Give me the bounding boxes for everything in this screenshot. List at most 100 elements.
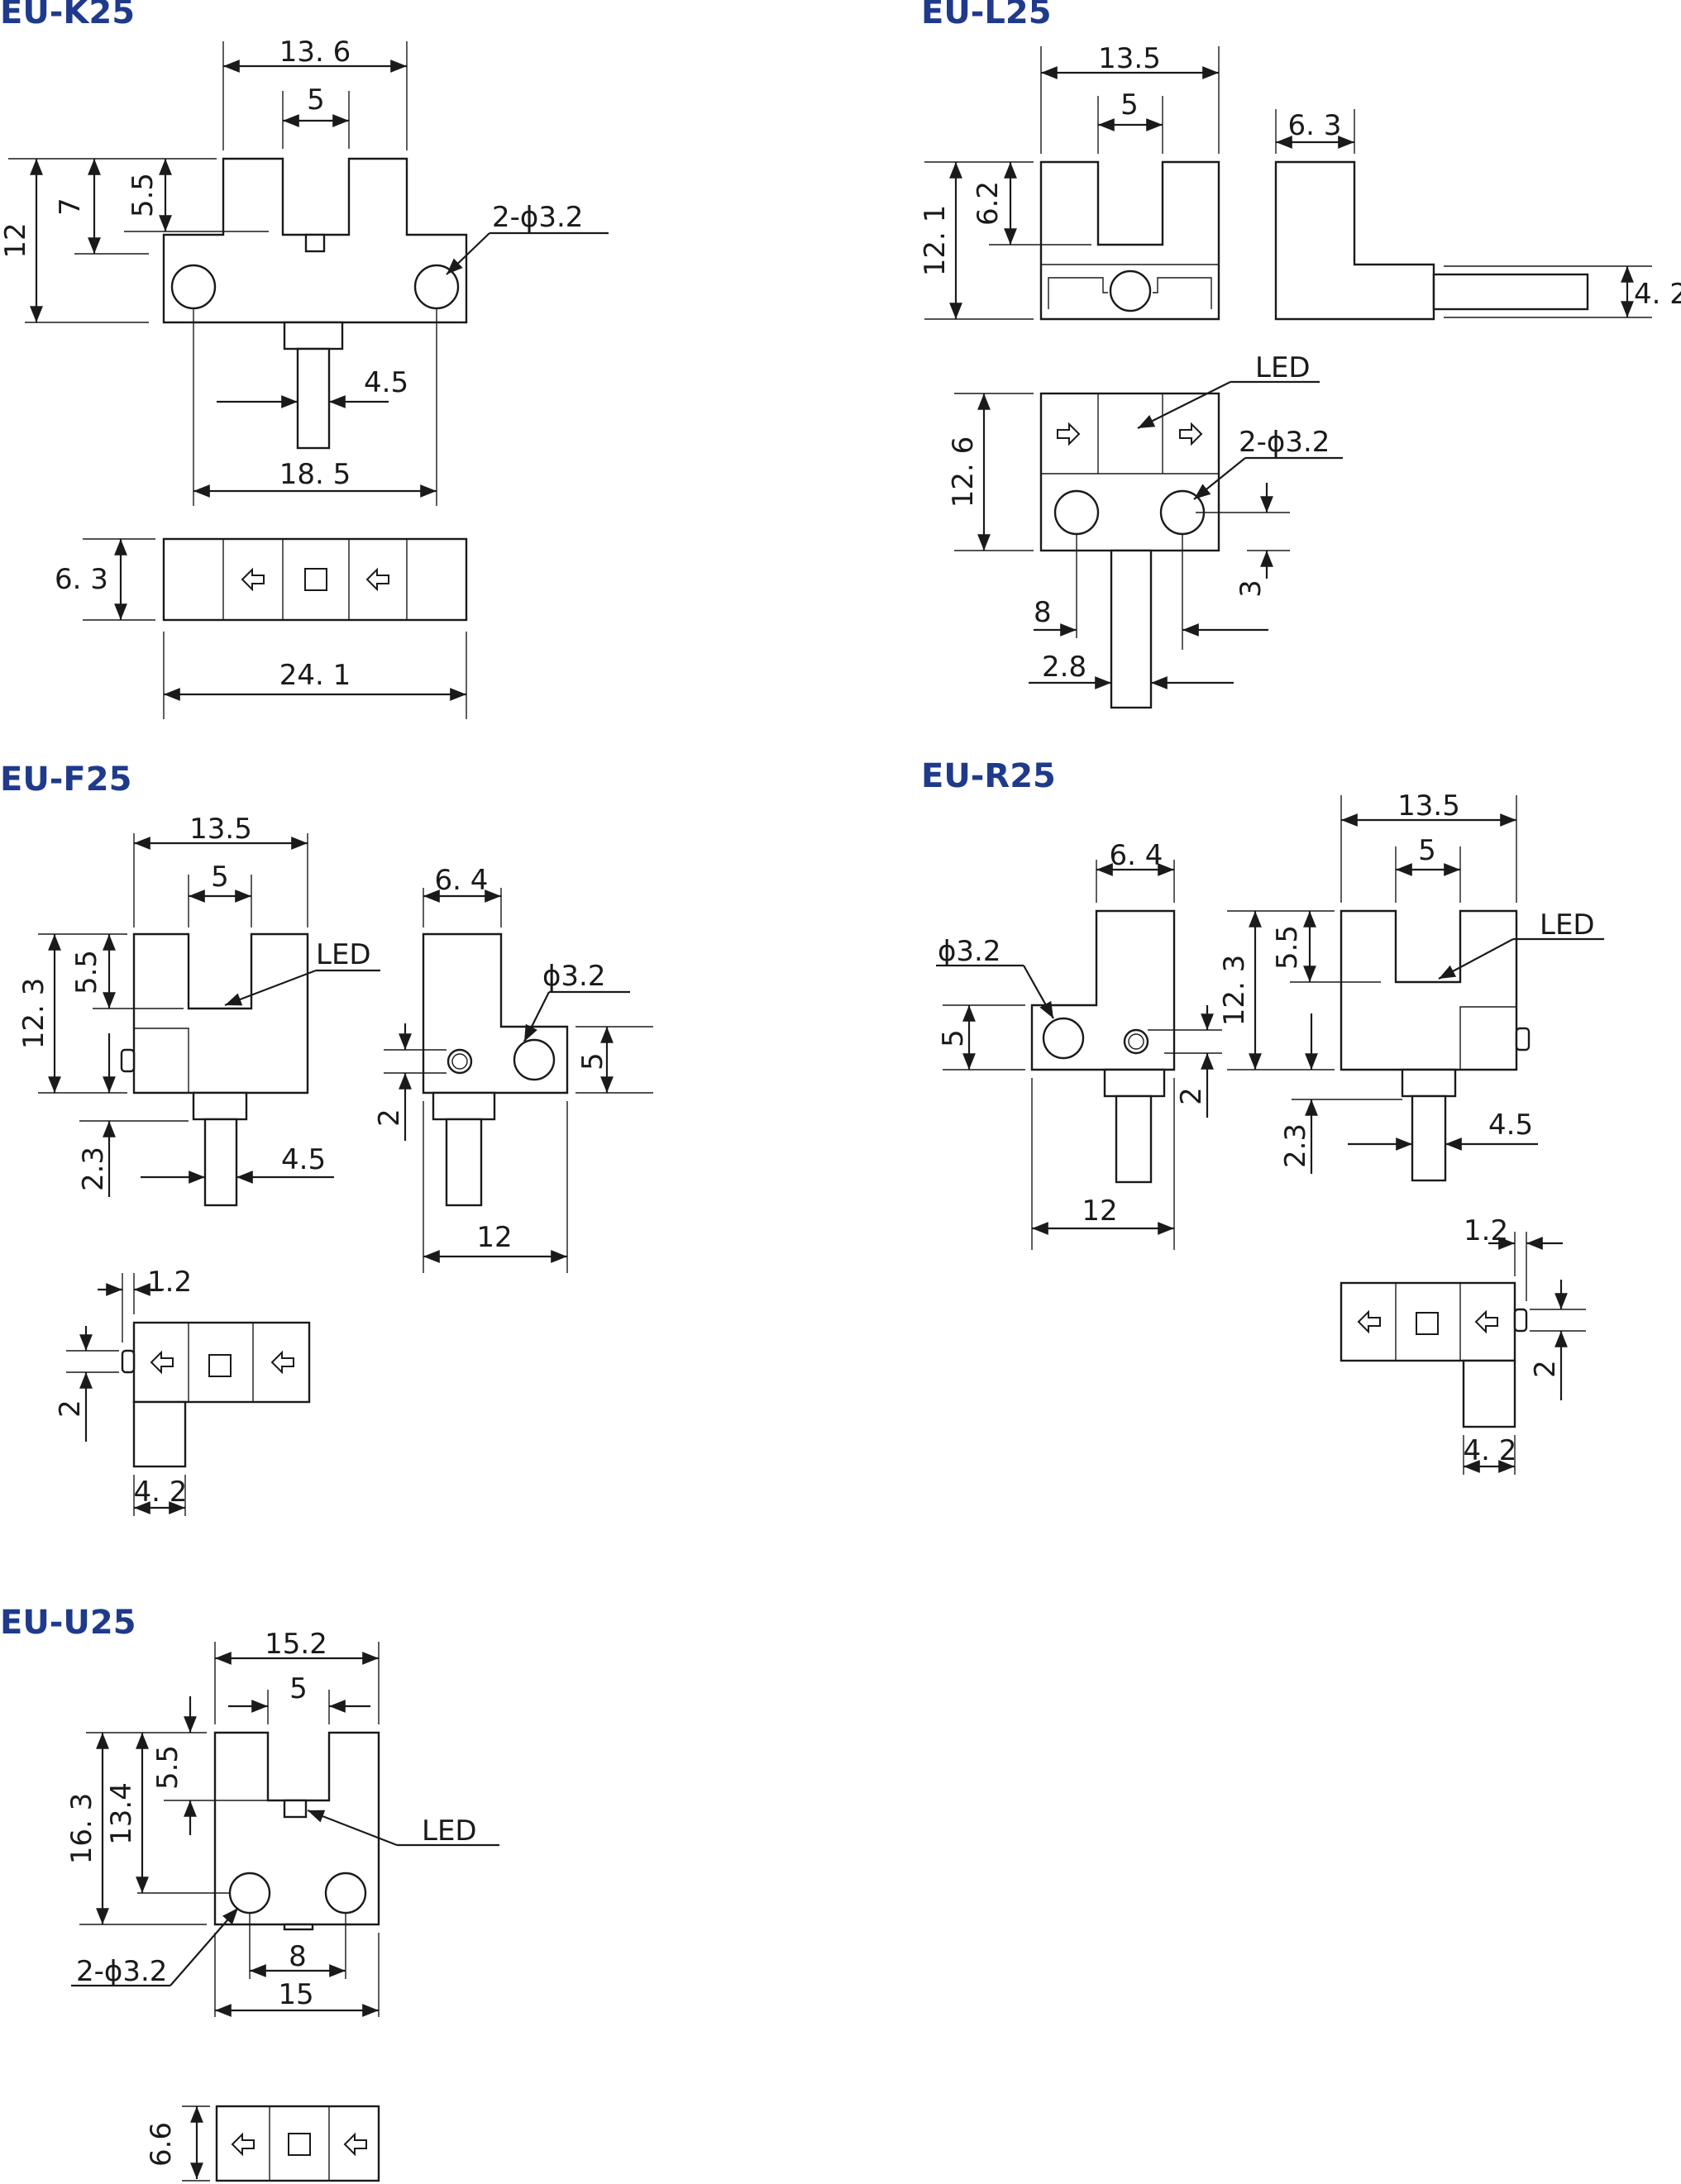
f25-dim-1-2: 1.2 xyxy=(147,1266,192,1299)
k25-dim-7: 7 xyxy=(54,198,87,216)
k25-connector xyxy=(283,321,344,350)
f25-top-nub xyxy=(121,1349,136,1374)
eu-u25-drawing: EU-U25 15.2 5 16. 3 13.4 5.5 LED xyxy=(0,1604,499,2182)
u25-led-label: LED xyxy=(422,1814,477,1848)
u25-dim-width: 15.2 xyxy=(265,1628,327,1661)
l25-dim-2-8: 2.8 xyxy=(1042,651,1086,684)
f25-stem xyxy=(203,1118,238,1207)
k25-hole-left xyxy=(170,264,217,310)
r25-front-body xyxy=(1340,909,1518,1071)
l25-hole-left xyxy=(1053,489,1100,536)
f25-top-foot xyxy=(132,1400,187,1468)
k25-stem xyxy=(296,347,331,450)
l25-stem xyxy=(1110,549,1153,709)
k25-led xyxy=(304,233,326,253)
f25-hole-label: ϕ3.2 xyxy=(542,960,606,993)
f25-dim-12-3: 12. 3 xyxy=(17,978,50,1050)
r25-dim-slot: 5 xyxy=(1418,834,1436,867)
eu-r25-title: EU-R25 xyxy=(921,757,1056,795)
r25-dim-2b: 2 xyxy=(1529,1360,1562,1378)
r25-dim-5: 5 xyxy=(937,1029,970,1047)
f25-top-view xyxy=(132,1321,311,1404)
k25-dim-width: 13. 6 xyxy=(279,36,351,69)
k25-dim-stem: 4.5 xyxy=(364,366,408,399)
u25-dim-16-3: 16. 3 xyxy=(65,1793,98,1865)
r25-top-nub xyxy=(1513,1308,1528,1333)
r25-dim-2: 2 xyxy=(1175,1087,1208,1105)
r25-dim-stem: 4.5 xyxy=(1488,1109,1533,1142)
f25-dim-width: 13.5 xyxy=(189,813,252,846)
l25-dim-side: 6. 3 xyxy=(1288,109,1342,142)
l25-dim-cable: 4. 2 xyxy=(1634,278,1681,311)
u25-dim-15: 15 xyxy=(278,1978,313,2011)
k25-dim-5-5: 5.5 xyxy=(127,173,160,217)
r25-side-connector xyxy=(1103,1068,1166,1098)
r25-hole-label: ϕ3.2 xyxy=(938,935,1001,968)
k25-dim-height: 12 xyxy=(0,222,32,258)
r25-hole xyxy=(1042,1017,1085,1060)
l25-dim-8: 8 xyxy=(1034,596,1052,629)
r25-dim-2-3: 2.3 xyxy=(1279,1123,1312,1168)
f25-side-stem xyxy=(445,1118,483,1207)
eu-r25-drawing: EU-R25 6. 4 ϕ3.2 5 2 12 xyxy=(921,757,1604,1475)
u25-hole-right xyxy=(324,1872,367,1915)
r25-top-foot xyxy=(1462,1359,1516,1428)
r25-dim-side: 6. 4 xyxy=(1110,839,1163,872)
u25-led xyxy=(283,1799,308,1819)
k25-square-icon xyxy=(304,568,327,591)
k25-dim-total: 24. 1 xyxy=(279,659,351,692)
r25-connector xyxy=(1401,1068,1457,1098)
eu-l25-title: EU-L25 xyxy=(921,0,1052,31)
eu-f25-title: EU-F25 xyxy=(0,761,131,799)
f25-connector xyxy=(192,1091,248,1121)
l25-side-body xyxy=(1274,160,1435,321)
u25-hole-label: 2-ϕ3.2 xyxy=(76,1955,167,1988)
eu-u25-title: EU-U25 xyxy=(0,1604,136,1642)
r25-dim-1-2: 1.2 xyxy=(1464,1214,1508,1247)
k25-hole-right xyxy=(413,264,460,310)
f25-led-label: LED xyxy=(316,938,371,971)
r25-stem xyxy=(1411,1094,1447,1182)
f25-side-connector xyxy=(432,1091,496,1121)
f25-dim-4-2: 4. 2 xyxy=(134,1476,188,1509)
u25-square-icon xyxy=(288,2133,311,2156)
f25-dim-stem: 4.5 xyxy=(281,1143,326,1176)
r25-square-icon xyxy=(1416,1312,1439,1335)
r25-led-small xyxy=(1123,1028,1149,1055)
l25-front-hole xyxy=(1109,269,1152,312)
f25-hole xyxy=(513,1038,556,1081)
r25-dim-5-5: 5.5 xyxy=(1271,925,1304,970)
f25-dim-2b: 2 xyxy=(54,1400,87,1418)
r25-dim-width: 13.5 xyxy=(1397,789,1460,823)
f25-front-body xyxy=(132,932,309,1094)
u25-dim-6-6: 6.6 xyxy=(145,2122,178,2167)
k25-dim-slot: 5 xyxy=(307,83,325,117)
r25-side-stem xyxy=(1115,1094,1153,1184)
f25-dim-5-5: 5.5 xyxy=(70,950,103,994)
u25-hole-left xyxy=(228,1872,271,1915)
l25-dim-12-6: 12. 6 xyxy=(947,436,980,508)
l25-dim-width: 13.5 xyxy=(1098,42,1161,75)
k25-top-view xyxy=(162,537,468,622)
f25-dim-5: 5 xyxy=(576,1052,609,1071)
u25-top-view xyxy=(215,2105,380,2182)
eu-l25-drawing: EU-L25 13.5 5 12. 1 6.2 6. 3 xyxy=(919,0,1681,709)
r25-dim-12-3: 12. 3 xyxy=(1218,955,1251,1027)
l25-dim-slot: 5 xyxy=(1120,88,1139,122)
u25-dim-8: 8 xyxy=(289,1940,307,1973)
f25-dim-12: 12 xyxy=(476,1221,512,1254)
l25-front-body xyxy=(1039,160,1220,321)
eu-k25-title: EU-K25 xyxy=(0,0,135,31)
k25-dim-thick: 6. 3 xyxy=(55,563,108,596)
r25-led-label: LED xyxy=(1540,908,1595,942)
r25-top-view xyxy=(1340,1281,1516,1362)
f25-square-icon xyxy=(208,1354,232,1377)
u25-connector xyxy=(283,1923,314,1931)
eu-k25-drawing: EU-K25 13. 6 5 12 7 5.5 2-ϕ3.2 xyxy=(0,0,609,719)
f25-dim-slot: 5 xyxy=(211,861,229,894)
r25-led-nub xyxy=(1515,1027,1531,1051)
l25-cable xyxy=(1432,273,1589,311)
u25-dim-5-5: 5.5 xyxy=(151,1745,184,1790)
k25-hole-label: 2-ϕ3.2 xyxy=(492,201,583,234)
